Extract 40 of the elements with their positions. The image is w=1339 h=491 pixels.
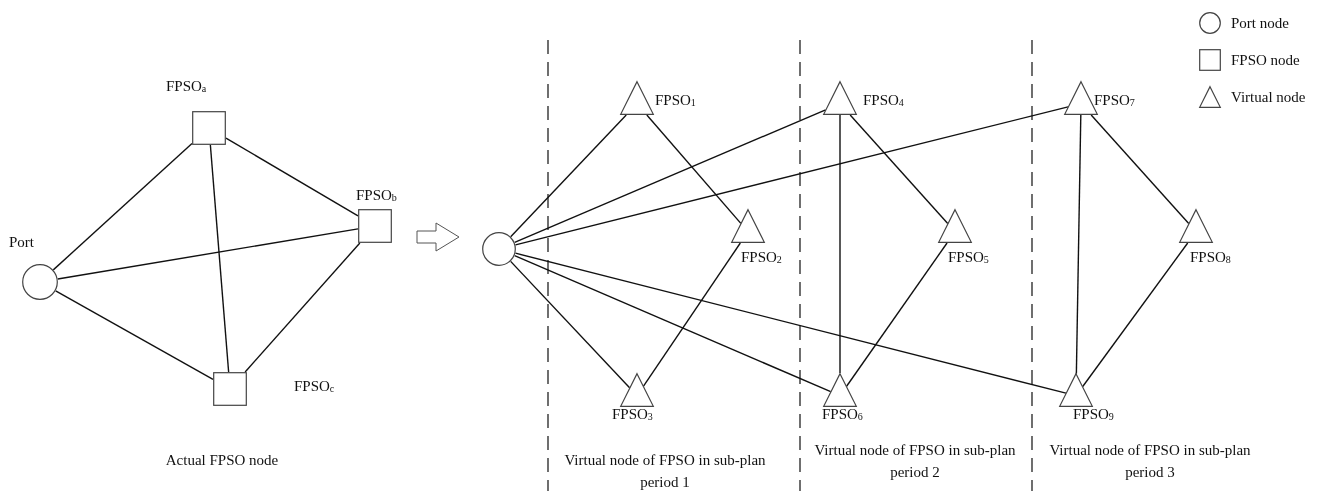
connector-line	[57, 228, 359, 280]
node-label: FPSO$_{a}$	[166, 77, 207, 96]
connector-line	[509, 260, 631, 389]
node-label: FPSO$_{1}$	[655, 91, 696, 110]
connector-line	[1075, 114, 1082, 375]
connector-line	[1090, 114, 1190, 225]
connector-line	[209, 144, 230, 373]
node-label: FPSO$_{8}$	[1190, 248, 1231, 267]
caption-text: Virtual node of FPSO in sub-plan period 3	[1048, 441, 1252, 482]
connector-line	[513, 255, 832, 393]
connector-line	[1082, 242, 1189, 388]
node-label: FPSO$_{b}$	[356, 186, 397, 205]
connector-line	[510, 114, 627, 238]
block-arrow	[416, 222, 460, 252]
node-label: FPSO$_{2}$	[741, 248, 782, 267]
caption-text: Virtual node of FPSO in sub-plan period 1	[563, 451, 767, 491]
connector-line	[244, 242, 361, 373]
node-label: Port	[9, 233, 34, 251]
connector-line	[845, 242, 948, 387]
caption-text: Virtual node of FPSO in sub-plan period 2	[813, 441, 1017, 482]
connector-line	[646, 114, 742, 225]
node-label: FPSO$_{4}$	[863, 91, 904, 110]
legend-label: FPSO node	[1231, 51, 1300, 69]
connector-line	[849, 114, 949, 225]
connector-line	[642, 242, 742, 387]
connector-line	[55, 290, 214, 381]
node-label: FPSO$_{3}$	[612, 405, 653, 424]
connector-line	[225, 137, 359, 217]
node-label: FPSO$_{9}$	[1073, 405, 1114, 424]
node-label: FPSO$_{c}$	[294, 377, 335, 396]
node-label: FPSO$_{7}$	[1094, 91, 1135, 110]
legend-label: Virtual node	[1231, 88, 1306, 106]
legend-label: Port node	[1231, 14, 1289, 32]
node-label: FPSO$_{5}$	[948, 248, 989, 267]
connector-line	[514, 106, 1069, 246]
connector-line	[839, 114, 841, 374]
connector-line	[514, 252, 1067, 394]
connector-line	[52, 142, 193, 271]
caption-text: Actual FPSO node	[164, 451, 280, 470]
node-label: FPSO$_{6}$	[822, 405, 863, 424]
